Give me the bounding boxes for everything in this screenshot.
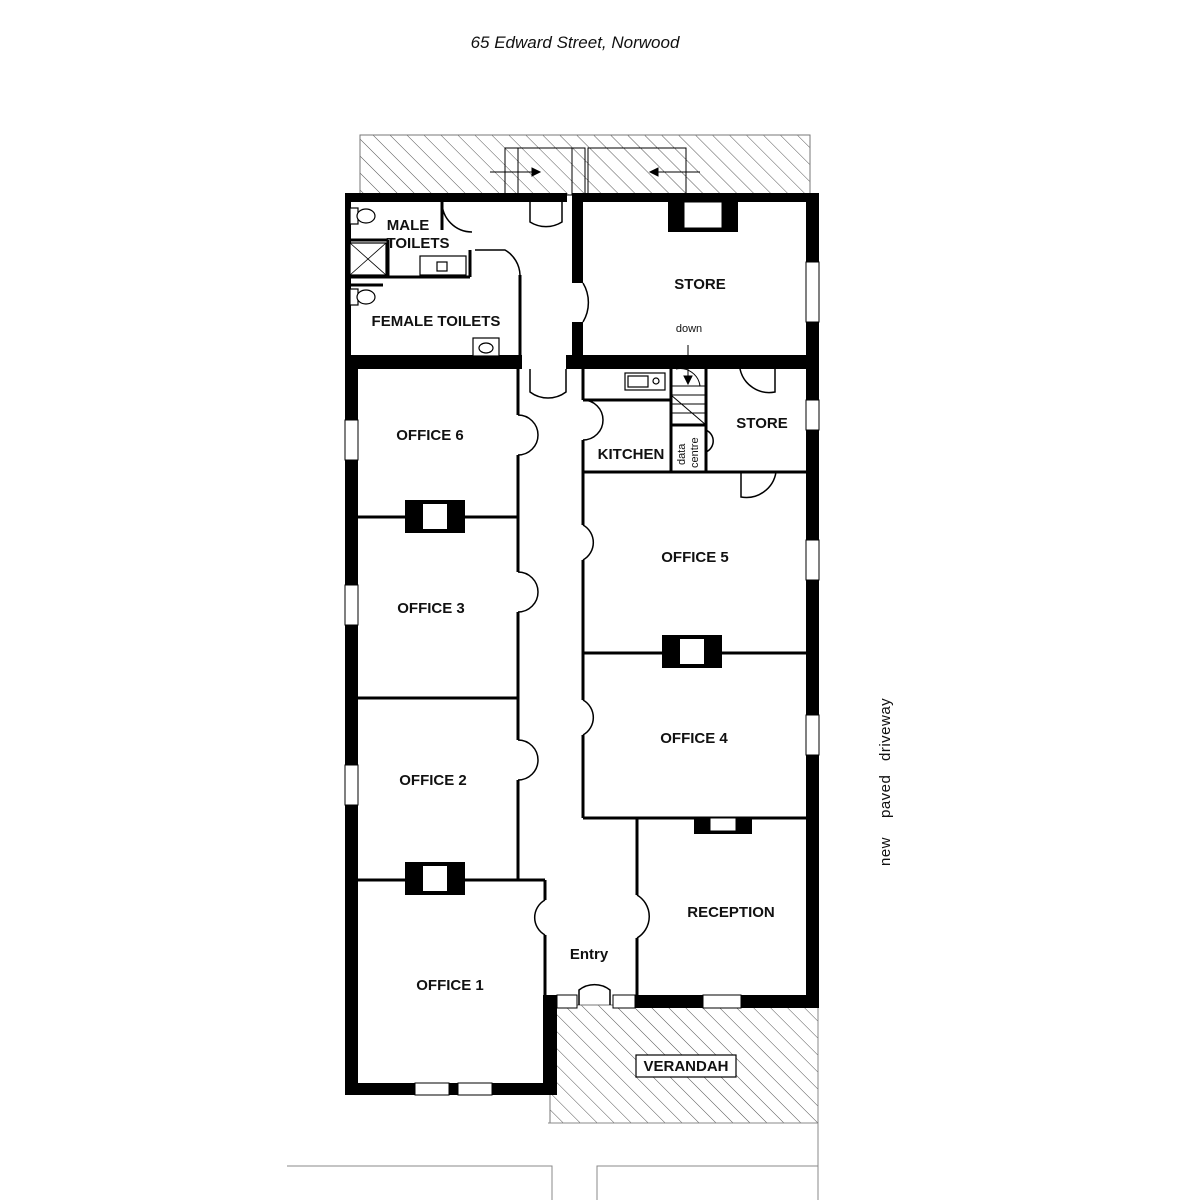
label-office-2: OFFICE 2 [399,772,467,789]
room-labels: MALE TOILETS FEMALE TOILETS STORE down S… [372,217,788,994]
driveway-word-2: paved [877,775,894,818]
label-male-toilets-1: MALE [387,217,430,234]
driveway-word-3: driveway [877,698,894,761]
label-store-top: STORE [674,276,725,293]
address-title: 65 Edward Street, Norwood [471,33,680,52]
label-male-toilets-2: TOILETS [386,235,449,252]
label-office-3: OFFICE 3 [397,600,465,617]
label-entry: Entry [570,946,609,963]
door-swings [441,201,777,1005]
label-office-1: OFFICE 1 [416,977,484,994]
label-kitchen: KITCHEN [598,446,665,463]
stairs [670,345,707,426]
label-data-centre-1: data [676,443,688,465]
label-verandah: VERANDAH [643,1058,728,1075]
exterior-walls [345,193,819,1095]
label-data-centre-2: centre [689,437,701,468]
boundary-lines [287,1008,819,1200]
label-store-small: STORE [736,415,787,432]
label-stairs-down: down [676,323,702,335]
label-office-5: OFFICE 5 [661,549,729,566]
windows [344,261,820,1096]
fireplaces [405,201,752,895]
sanitary-fixtures [349,207,666,391]
driveway-word-1: new [877,837,894,866]
driveway-annotation: new paved driveway [877,698,894,866]
verandah-label: VERANDAH [635,1054,737,1078]
label-reception: RECEPTION [687,904,775,921]
label-office-4: OFFICE 4 [660,730,728,747]
label-office-6: OFFICE 6 [396,427,464,444]
label-female-toilets: FEMALE TOILETS [372,313,501,330]
